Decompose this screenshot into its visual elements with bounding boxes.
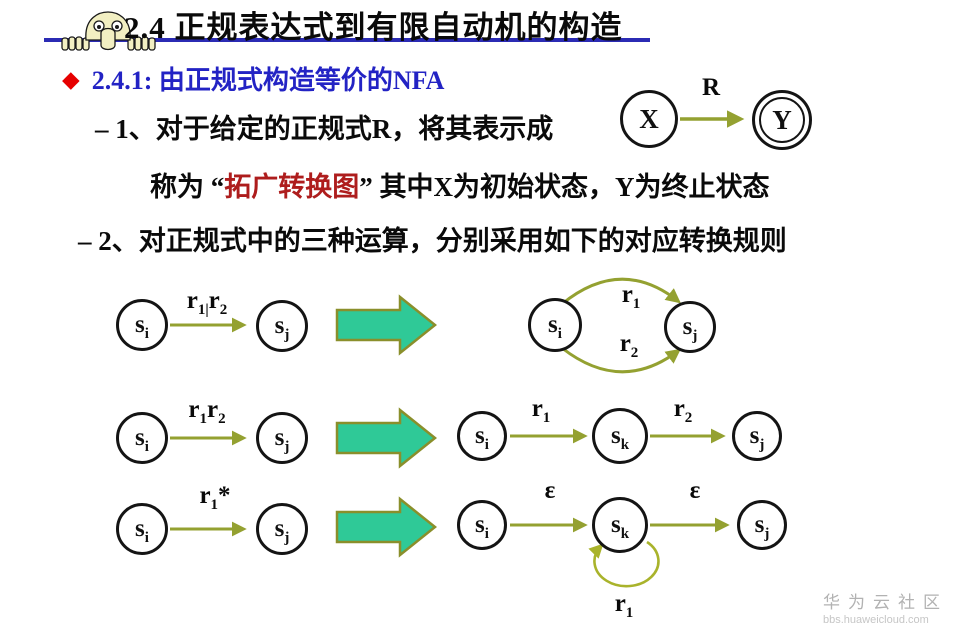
row3-self-loop-edge bbox=[588, 540, 660, 588]
state-node-si: si bbox=[457, 411, 507, 461]
state-node-si: si bbox=[457, 500, 507, 550]
state-node-sk: sk bbox=[592, 497, 648, 553]
edge-label-r1: r1 bbox=[621, 281, 641, 312]
state-label: si bbox=[135, 515, 149, 546]
item-2-text: – 2、对正规式中的三种运算，分别采用如下的对应转换规则 bbox=[78, 226, 787, 256]
state-node-si: si bbox=[528, 298, 582, 352]
row1-top-arc-edge bbox=[561, 277, 681, 306]
item-1b-highlight: 拓广转换图 bbox=[224, 172, 360, 202]
state-node-si: si bbox=[116, 299, 168, 351]
state-node-y-accepting: Y bbox=[752, 90, 812, 150]
state-label: sk bbox=[610, 422, 630, 453]
state-label-x: X bbox=[639, 103, 659, 134]
watermark: 华为云社区 bbs.huaweicloud.com bbox=[823, 588, 948, 626]
state-node-sk: sk bbox=[592, 408, 648, 464]
state-node-sj: sj bbox=[664, 301, 716, 353]
state-label: si bbox=[135, 424, 149, 455]
row3-implies-arrow bbox=[335, 497, 437, 557]
state-label: si bbox=[135, 311, 149, 342]
state-node-sj: sj bbox=[256, 503, 308, 555]
state-node-si: si bbox=[116, 412, 168, 464]
page-title: 2.4 正规表达式到有限自动机的构造 bbox=[124, 10, 623, 45]
row2-implies-arrow bbox=[335, 408, 437, 468]
edge-label-epsilon: ε bbox=[544, 477, 556, 504]
state-node-x: X bbox=[620, 90, 678, 148]
watermark-community: 华为云社区 bbox=[823, 593, 948, 612]
item-1-text: – 1、对于给定的正规式R，将其表示成 bbox=[95, 114, 554, 144]
state-node-si: si bbox=[116, 503, 168, 555]
state-label: sk bbox=[610, 511, 630, 542]
row1-bottom-arc-edge bbox=[561, 346, 681, 374]
edge-label-R: R bbox=[701, 74, 721, 101]
state-label: si bbox=[475, 511, 489, 542]
state-node-sj: sj bbox=[732, 411, 782, 461]
edge-label-r1-or-r2: r1|r2 bbox=[186, 287, 228, 318]
edge-label-r2: r2 bbox=[619, 330, 639, 361]
row1-implies-arrow bbox=[335, 295, 437, 355]
state-label: sj bbox=[754, 511, 770, 542]
diamond-bullet-icon: ◆ bbox=[62, 67, 80, 93]
peeking-face-icon bbox=[61, 11, 156, 51]
section-heading-row: ◆ 2.4.1: 由正规式构造等价的NFA bbox=[62, 60, 444, 97]
edge-label-r1r2: r1r2 bbox=[188, 396, 226, 427]
accepting-inner-ring: Y bbox=[759, 97, 805, 143]
edge-label-r2: r2 bbox=[673, 395, 693, 426]
state-label: sj bbox=[682, 313, 698, 344]
state-label-y: Y bbox=[772, 104, 792, 135]
edge-label-epsilon: ε bbox=[689, 477, 701, 504]
state-label: si bbox=[548, 311, 562, 342]
state-label: si bbox=[475, 422, 489, 453]
state-label: sj bbox=[749, 422, 765, 453]
item-1-continued-text: 称为 “拓广转换图” 其中X为初始状态，Y为终止状态 bbox=[150, 165, 770, 204]
state-node-sj: sj bbox=[737, 500, 787, 550]
state-node-sj: sj bbox=[256, 412, 308, 464]
item-1b-post: ” 其中X为初始状态，Y为终止状态 bbox=[359, 172, 770, 202]
edge-label-r1-star: r1* bbox=[199, 482, 231, 513]
edge-label-r1: r1 bbox=[531, 395, 551, 426]
state-label: sj bbox=[274, 424, 290, 455]
state-label: sj bbox=[274, 312, 290, 343]
state-node-sj: sj bbox=[256, 300, 308, 352]
self-loop-label-r1: r1 bbox=[614, 590, 634, 621]
state-label: sj bbox=[274, 515, 290, 546]
section-heading: 2.4.1: 由正规式构造等价的NFA bbox=[91, 66, 445, 95]
item-1b-pre: 称为 “ bbox=[150, 172, 225, 202]
watermark-site: bbs.huaweicloud.com bbox=[823, 614, 929, 626]
title-underline bbox=[44, 38, 650, 42]
